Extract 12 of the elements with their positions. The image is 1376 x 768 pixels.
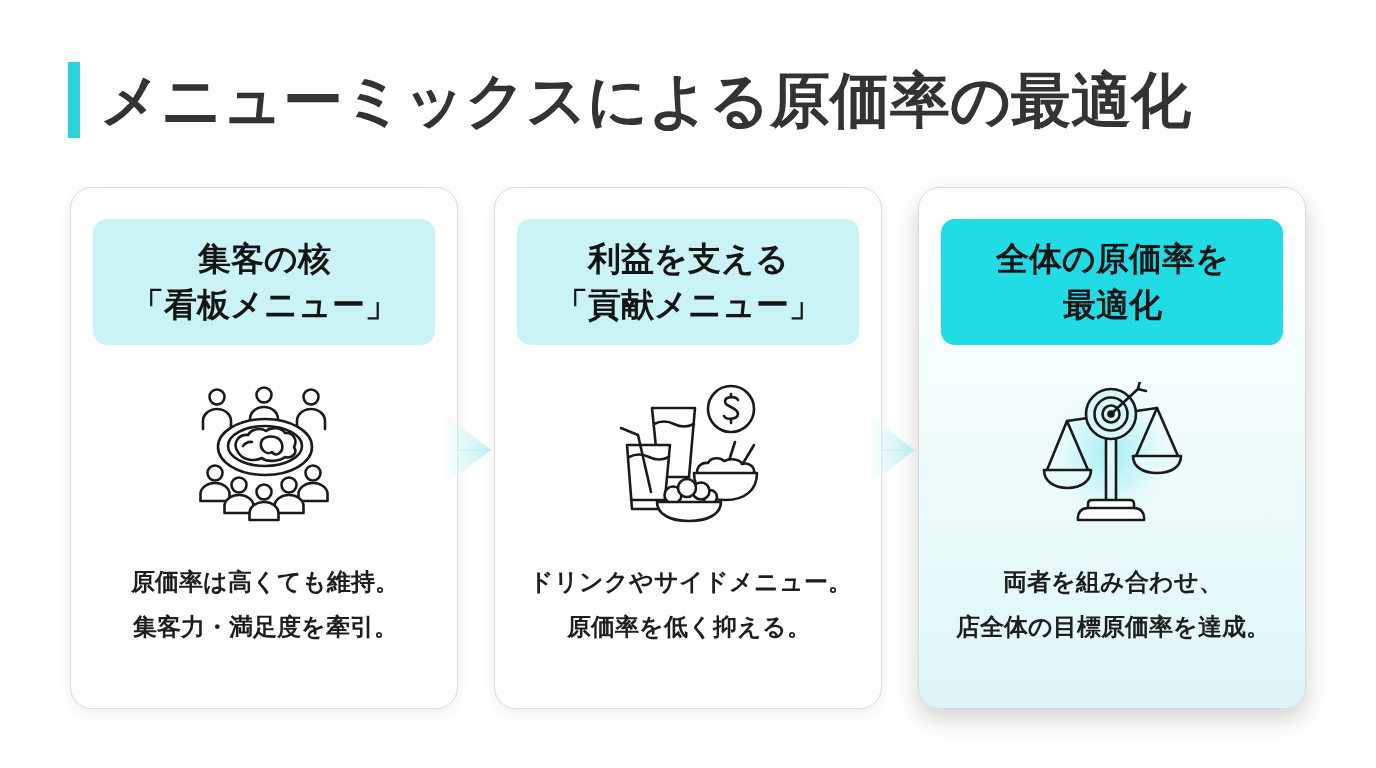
card-heading: 全体の原価率を最適化 xyxy=(941,219,1283,345)
card-description: ドリンクやサイドメニュー。原価率を低く抑える。 xyxy=(529,567,849,643)
card-description: 原価率は高くても維持。集客力・満足度を牽引。 xyxy=(130,567,400,643)
step-card xyxy=(494,187,882,709)
step-card xyxy=(70,187,458,709)
card-heading: 利益を支える「貢献メニュー」 xyxy=(517,219,859,345)
chevron-arrow xyxy=(867,414,916,486)
step-card xyxy=(918,187,1306,709)
page-title: メニューミックスによる原価率の最適化 xyxy=(100,66,1191,134)
card-heading: 集客の核「看板メニュー」 xyxy=(93,219,435,345)
card-description: 両者を組み合わせ、店全体の目標原価率を達成。 xyxy=(955,567,1271,643)
chevron-arrow xyxy=(443,414,492,486)
